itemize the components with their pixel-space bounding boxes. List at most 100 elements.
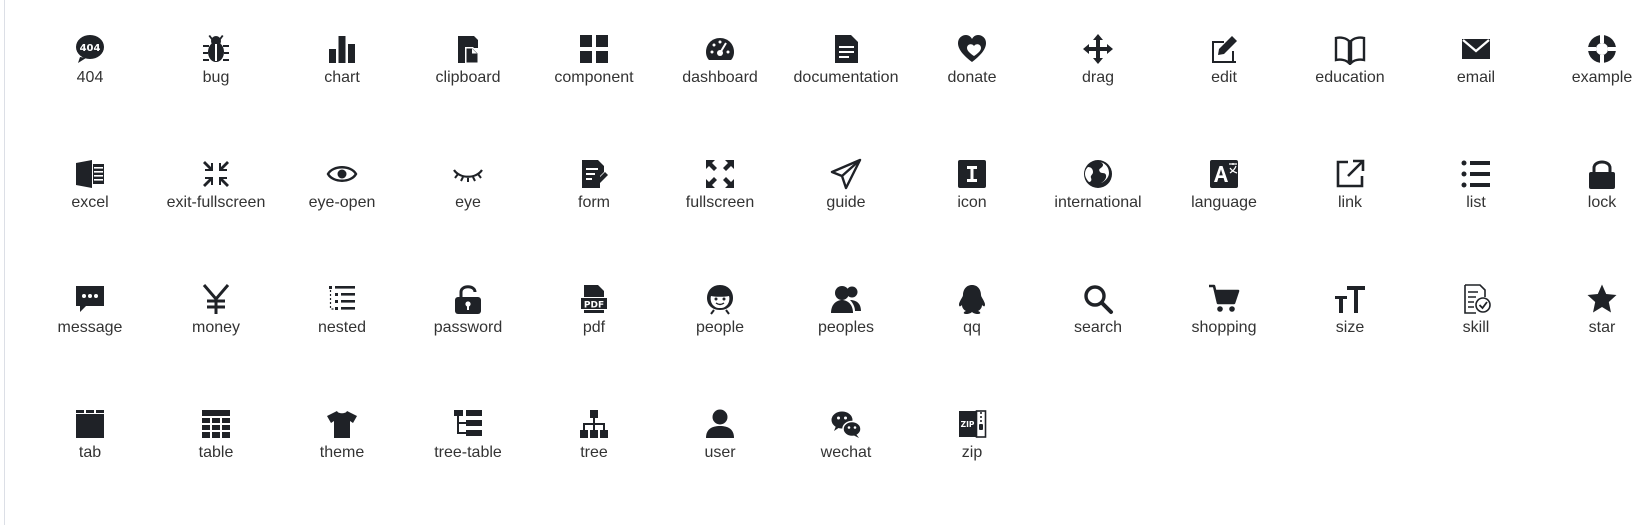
drag-icon xyxy=(1081,32,1115,66)
icon-label: eye-open xyxy=(308,194,376,211)
icon-label: example xyxy=(1571,69,1633,86)
exit-fullscreen-icon xyxy=(199,157,233,191)
shopping-icon xyxy=(1207,282,1241,316)
icon-item-language[interactable]: language xyxy=(1161,149,1287,274)
icon-label: bug xyxy=(202,69,230,86)
icon-item-table[interactable]: table xyxy=(153,399,279,524)
icon-label: component xyxy=(554,69,634,86)
icon-label: edit xyxy=(1211,69,1237,86)
icon-label: email xyxy=(1456,69,1496,86)
people-icon xyxy=(703,282,737,316)
page-left-border xyxy=(4,0,5,525)
icon-item-message[interactable]: message xyxy=(27,274,153,399)
icon-item-donate[interactable]: donate xyxy=(909,24,1035,149)
icon-item-theme[interactable]: theme xyxy=(279,399,405,524)
icon-item-skill[interactable]: skill xyxy=(1413,274,1539,399)
icon-item-eye-open[interactable]: eye-open xyxy=(279,149,405,274)
icon-label: tree-table xyxy=(434,444,502,461)
lock-icon xyxy=(1585,157,1619,191)
icon-item-password[interactable]: password xyxy=(405,274,531,399)
icon-item-wechat[interactable]: wechat xyxy=(783,399,909,524)
icon-item-tree-table[interactable]: tree-table xyxy=(405,399,531,524)
user-icon xyxy=(703,407,737,441)
icon-label: password xyxy=(433,319,503,336)
icon-item-pdf[interactable]: PDF pdf xyxy=(531,274,657,399)
icon-item-example[interactable]: example xyxy=(1539,24,1642,149)
icon-item-nested[interactable]: nested xyxy=(279,274,405,399)
icon-item-qq[interactable]: qq xyxy=(909,274,1035,399)
svg-text:PDF: PDF xyxy=(584,301,604,311)
qq-icon xyxy=(955,282,989,316)
icon-item-excel[interactable]: excel xyxy=(27,149,153,274)
icon-label: guide xyxy=(826,194,866,211)
icon-item-people[interactable]: people xyxy=(657,274,783,399)
icon-label: fullscreen xyxy=(685,194,755,211)
icon-item-list[interactable]: list xyxy=(1413,149,1539,274)
chart-icon xyxy=(325,32,359,66)
icon-item-search[interactable]: search xyxy=(1035,274,1161,399)
icon-label: link xyxy=(1337,194,1362,211)
bug-icon xyxy=(199,32,233,66)
excel-icon xyxy=(73,157,107,191)
icon-item-fullscreen[interactable]: fullscreen xyxy=(657,149,783,274)
icon-item-education[interactable]: education xyxy=(1287,24,1413,149)
search-icon xyxy=(1081,282,1115,316)
icon-item-edit[interactable]: edit xyxy=(1161,24,1287,149)
icon-label: zip xyxy=(961,444,983,461)
icon-label: table xyxy=(198,444,234,461)
icon-item-documentation[interactable]: documentation xyxy=(783,24,909,149)
icon-item-tree[interactable]: tree xyxy=(531,399,657,524)
icon-label: peoples xyxy=(817,319,875,336)
icon-label: user xyxy=(704,444,736,461)
icon-item-tab[interactable]: tab xyxy=(27,399,153,524)
icon-label: eye xyxy=(455,194,481,211)
icon-label: size xyxy=(1335,319,1365,336)
icon-label: education xyxy=(1315,69,1385,86)
icon-item-star[interactable]: star xyxy=(1539,274,1642,399)
icon-label: message xyxy=(57,319,123,336)
icon-item-international[interactable]: international xyxy=(1035,149,1161,274)
icon-item-user[interactable]: user xyxy=(657,399,783,524)
icon-item-component[interactable]: component xyxy=(531,24,657,149)
icon-item-guide[interactable]: guide xyxy=(783,149,909,274)
icon-label: tree xyxy=(580,444,608,461)
icon-label: lock xyxy=(1587,194,1617,211)
icon-label: form xyxy=(578,194,610,211)
icon-icon xyxy=(955,157,989,191)
icon-label: qq xyxy=(963,319,981,336)
icon-label: chart xyxy=(324,69,360,86)
icon-item-icon[interactable]: icon xyxy=(909,149,1035,274)
icon-item-peoples[interactable]: peoples xyxy=(783,274,909,399)
icon-item-dashboard[interactable]: dashboard xyxy=(657,24,783,149)
donate-icon xyxy=(955,32,989,66)
icon-label: star xyxy=(1588,319,1616,336)
icon-item-form[interactable]: form xyxy=(531,149,657,274)
icon-item-bug[interactable]: bug xyxy=(153,24,279,149)
icon-item-exit-fullscreen[interactable]: exit-fullscreen xyxy=(153,149,279,274)
language-icon xyxy=(1207,157,1241,191)
icon-label: money xyxy=(191,319,241,336)
icon-item-size[interactable]: size xyxy=(1287,274,1413,399)
icon-item-eye[interactable]: eye xyxy=(405,149,531,274)
size-icon xyxy=(1333,282,1367,316)
icon-item-link[interactable]: link xyxy=(1287,149,1413,274)
icon-label: donate xyxy=(947,69,997,86)
icon-label: pdf xyxy=(582,319,606,336)
tree-table-icon xyxy=(451,407,485,441)
icon-item-drag[interactable]: drag xyxy=(1035,24,1161,149)
edit-icon xyxy=(1207,32,1241,66)
guide-icon xyxy=(829,157,863,191)
message-icon xyxy=(73,282,107,316)
documentation-icon xyxy=(829,32,863,66)
tab-icon xyxy=(73,407,107,441)
icon-item-shopping[interactable]: shopping xyxy=(1161,274,1287,399)
example-icon xyxy=(1585,32,1619,66)
icon-item-lock[interactable]: lock xyxy=(1539,149,1642,274)
icon-item-clipboard[interactable]: clipboard xyxy=(405,24,531,149)
icon-item-email[interactable]: email xyxy=(1413,24,1539,149)
icon-item-money[interactable]: money xyxy=(153,274,279,399)
tree-icon xyxy=(577,407,611,441)
icon-item-chart[interactable]: chart xyxy=(279,24,405,149)
